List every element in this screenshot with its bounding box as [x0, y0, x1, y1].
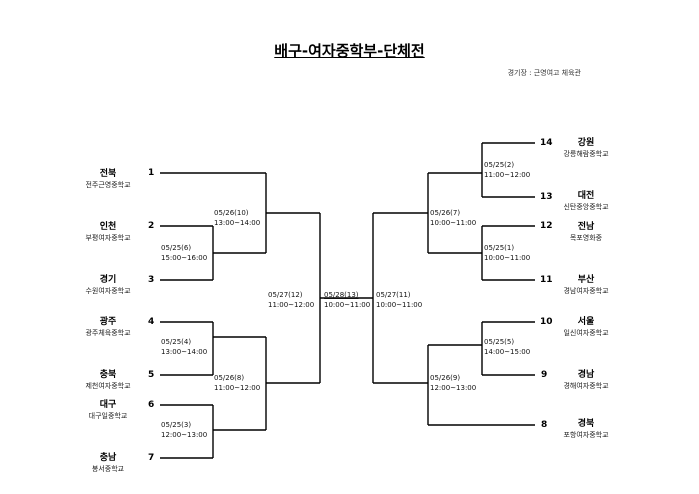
- seed-right-9: 9: [541, 370, 548, 380]
- team-left-1: 전북 전주근영중학교: [48, 166, 168, 190]
- match-l-2v3: 05/25(6) 15:00~16:00: [161, 243, 207, 263]
- team-region: 강원: [577, 138, 595, 148]
- team-school: 부평여자중학교: [85, 234, 131, 242]
- match-time: 15:00~16:00: [161, 254, 208, 262]
- match-date: 05/25(1): [484, 244, 515, 252]
- team-left-2: 인천 부평여자중학교: [48, 219, 168, 243]
- seed-left-1: 1: [148, 168, 155, 178]
- team-school: 신탄중앙중학교: [563, 203, 609, 211]
- team-right-10: 서울 일신여자중학교: [526, 314, 646, 338]
- match-time: 10:00~11:00: [324, 301, 371, 309]
- match-r-semi: 05/27(11) 10:00~11:00: [376, 290, 422, 310]
- match-r-14v13: 05/25(2) 11:00~12:00: [484, 160, 530, 180]
- seed-left-4: 4: [148, 317, 155, 327]
- seed-left-6: 6: [148, 400, 155, 410]
- match-date: 05/26(10): [214, 209, 249, 217]
- team-school: 강릉해람중학교: [563, 150, 609, 158]
- team-right-9: 경남 경해여자중학교: [526, 367, 646, 391]
- team-right-14: 강원 강릉해람중학교: [526, 135, 646, 159]
- team-region: 대전: [577, 191, 595, 201]
- team-right-13: 대전 신탄중앙중학교: [526, 188, 646, 212]
- seed-right-8: 8: [541, 420, 548, 430]
- team-school: 봉서중학교: [91, 465, 125, 473]
- team-region: 충남: [99, 453, 117, 463]
- seed-right-11: 11: [540, 275, 553, 285]
- team-school: 전주근영중학교: [85, 181, 131, 189]
- seed-right-10: 10: [540, 317, 553, 327]
- match-time: 10:00~11:00: [430, 219, 477, 227]
- match-time: 11:00~12:00: [214, 384, 261, 392]
- match-date: 05/27(12): [268, 291, 303, 299]
- seed-right-14: 14: [540, 138, 553, 148]
- match-date: 05/25(6): [161, 244, 192, 252]
- team-left-4: 광주 광주체육중학교: [48, 314, 168, 338]
- match-time: 13:00~14:00: [161, 348, 208, 356]
- team-region: 경남: [577, 370, 595, 380]
- match-date: 05/26(7): [430, 209, 461, 217]
- match-final: 05/28(13) 10:00~11:00: [324, 290, 370, 310]
- seed-left-5: 5: [148, 370, 155, 380]
- seed-left-2: 2: [148, 221, 155, 231]
- team-school: 광주체육중학교: [85, 329, 131, 337]
- match-date: 05/25(3): [161, 421, 192, 429]
- venue-label: 경기장 : 근영여고 체육관: [507, 69, 581, 77]
- match-date: 05/27(11): [376, 291, 411, 299]
- match-date: 05/26(8): [214, 374, 245, 382]
- match-l-6v7: 05/25(3) 12:00~13:00: [161, 420, 207, 440]
- match-date: 05/28(13): [324, 291, 359, 299]
- team-region: 경기: [99, 275, 117, 285]
- team-region: 대구: [99, 400, 117, 410]
- team-school: 제천여자중학교: [85, 382, 131, 390]
- match-r-12v11: 05/25(1) 10:00~11:00: [484, 243, 530, 263]
- match-l-semi: 05/27(12) 11:00~12:00: [268, 290, 314, 310]
- team-left-6: 대구 대구일중학교: [48, 397, 168, 421]
- team-school: 경남여자중학교: [563, 287, 609, 295]
- team-left-7: 충남 봉서중학교: [48, 450, 168, 474]
- team-region: 전남: [577, 222, 595, 232]
- seed-right-13: 13: [540, 192, 553, 202]
- team-right-12: 전남 목포영화중: [526, 219, 646, 243]
- match-time: 14:00~15:00: [484, 348, 531, 356]
- match-r-top: 05/26(7) 10:00~11:00: [430, 208, 476, 228]
- match-date: 05/25(2): [484, 161, 515, 169]
- team-region: 부산: [577, 275, 595, 285]
- team-school: 수원여자중학교: [85, 287, 131, 295]
- match-time: 11:00~12:00: [484, 171, 531, 179]
- seed-right-12: 12: [540, 221, 553, 231]
- match-l-1vw: 05/26(10) 13:00~14:00: [214, 208, 260, 228]
- team-school: 일신여자중학교: [563, 329, 609, 337]
- team-left-5: 충북 제천여자중학교: [48, 367, 168, 391]
- seed-left-3: 3: [148, 275, 155, 285]
- match-time: 13:00~14:00: [214, 219, 261, 227]
- team-region: 전북: [99, 169, 117, 179]
- match-time: 10:00~11:00: [484, 254, 531, 262]
- page-title: 배구-여자중학부-단체전: [274, 42, 425, 60]
- team-region: 충북: [99, 370, 117, 380]
- team-region: 경북: [577, 419, 595, 429]
- team-school: 포항여자중학교: [563, 431, 609, 439]
- match-date: 05/26(9): [430, 374, 461, 382]
- team-right-11: 부산 경남여자중학교: [526, 272, 646, 296]
- team-region: 인천: [99, 222, 117, 232]
- match-l-bot: 05/26(8) 11:00~12:00: [214, 373, 260, 393]
- team-school: 경해여자중학교: [563, 382, 609, 390]
- seed-left-7: 7: [148, 453, 155, 463]
- match-r-bot: 05/26(9) 12:00~13:00: [430, 373, 476, 393]
- team-right-8: 경북 포항여자중학교: [526, 416, 646, 440]
- match-date: 05/25(5): [484, 338, 515, 346]
- match-time: 11:00~12:00: [268, 301, 315, 309]
- team-school: 대구일중학교: [88, 412, 128, 420]
- team-region: 광주: [99, 317, 117, 327]
- match-r-10v9: 05/25(5) 14:00~15:00: [484, 337, 530, 357]
- match-time: 10:00~11:00: [376, 301, 423, 309]
- match-date: 05/25(4): [161, 338, 192, 346]
- match-time: 12:00~13:00: [430, 384, 477, 392]
- team-left-3: 경기 수원여자중학교: [48, 272, 168, 296]
- team-school: 목포영화중: [569, 234, 603, 242]
- team-region: 서울: [577, 317, 595, 327]
- match-l-4v5: 05/25(4) 13:00~14:00: [161, 337, 207, 357]
- match-time: 12:00~13:00: [161, 431, 208, 439]
